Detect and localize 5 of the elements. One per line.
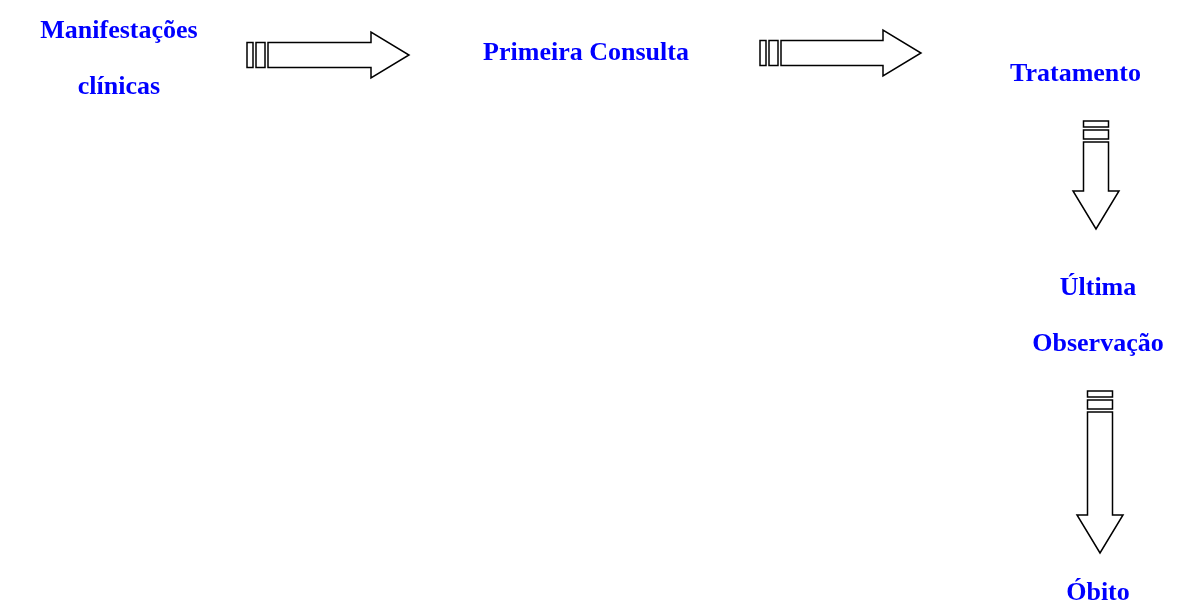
node-label: Tratamento [1010, 56, 1141, 89]
node-label: Óbito [1066, 576, 1130, 608]
node-label: Última Observação [1031, 271, 1165, 359]
node-label: Primeira Consulta [483, 36, 689, 68]
node-label: Manifestações clínicas [39, 14, 199, 102]
